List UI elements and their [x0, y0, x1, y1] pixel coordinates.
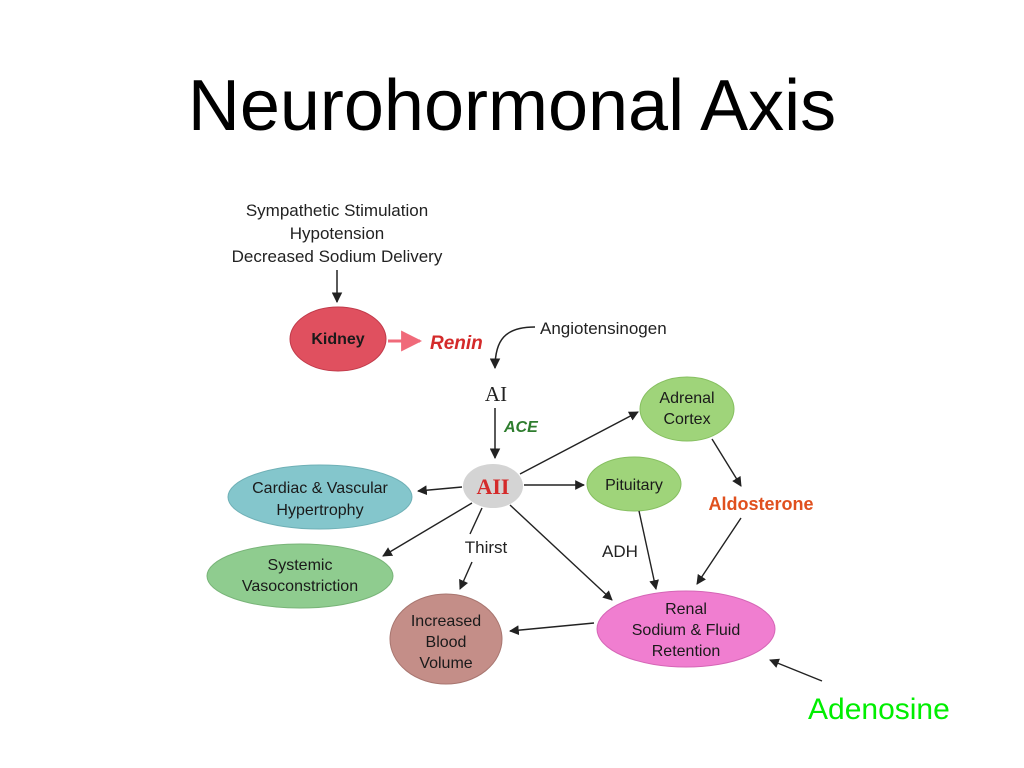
kidney-label: Kidney: [311, 331, 364, 348]
renal-line-1: Renal: [665, 601, 707, 618]
adrenal-cortex-line-2: Cortex: [663, 411, 710, 428]
renal-line-2: Sodium & Fluid: [632, 622, 741, 639]
arrow-pituitary-renal: [638, 510, 659, 590]
systemic-line-1: Systemic: [268, 557, 333, 574]
arrow-adenosine-renal: [769, 658, 823, 682]
stimulus-sodium: Decreased Sodium Delivery: [232, 247, 443, 266]
arrow-aii-systemic: [382, 502, 473, 557]
cardiac-line-2: Hypertrophy: [276, 502, 363, 519]
arrow-aii-renal: [509, 504, 613, 601]
kidney-node: [289, 306, 387, 372]
blood-volume-node: [389, 593, 503, 685]
pituitary-node: [586, 456, 682, 512]
stimulus-sympathetic: Sympathetic Stimulation: [246, 201, 428, 220]
arrow-adrenal-aldosterone: [711, 438, 742, 487]
adrenal-cortex-line-1: Adrenal: [659, 390, 714, 407]
aldosterone-label: Aldosterone: [708, 494, 813, 514]
cardiac-line-1: Cardiac & Vascular: [252, 480, 388, 497]
arrow-aldosterone-renal: [696, 517, 742, 585]
angiotensinogen-label: Angiotensinogen: [540, 319, 667, 338]
systemic-line-2: Vasoconstriction: [242, 578, 358, 595]
adrenal-cortex-node: [639, 376, 735, 442]
adenosine-label: Adenosine: [808, 693, 950, 726]
arrow-thirst-blood: [459, 561, 473, 590]
aii-label: AII: [476, 474, 509, 499]
cardiac-node: [227, 464, 413, 530]
renal-line-3: Retention: [652, 643, 721, 660]
systemic-node: [206, 543, 394, 609]
stimulus-hypotension: Hypotension: [290, 224, 385, 243]
arrow-aii-adrenal: [519, 411, 639, 475]
ace-label: ACE: [503, 419, 539, 436]
arrow-aii-cardiac: [417, 485, 463, 496]
aii-node: [463, 464, 523, 508]
arrow-aii-thirst: [469, 507, 483, 535]
slide-title: Neurohormonal Axis: [187, 66, 837, 146]
arrow-renal-blood: [509, 622, 595, 636]
blood-volume-line-2: Blood: [426, 634, 467, 651]
thirst-label: Thirst: [465, 538, 508, 557]
renin-label: Renin: [430, 333, 483, 354]
adh-label: ADH: [602, 542, 638, 561]
ai-label: AI: [485, 382, 507, 406]
pituitary-label: Pituitary: [605, 477, 663, 494]
renal-node: [596, 590, 776, 668]
blood-volume-line-1: Increased: [411, 613, 481, 630]
arrow-angiotensinogen-ai: [489, 326, 536, 370]
blood-volume-line-3: Volume: [419, 655, 472, 672]
